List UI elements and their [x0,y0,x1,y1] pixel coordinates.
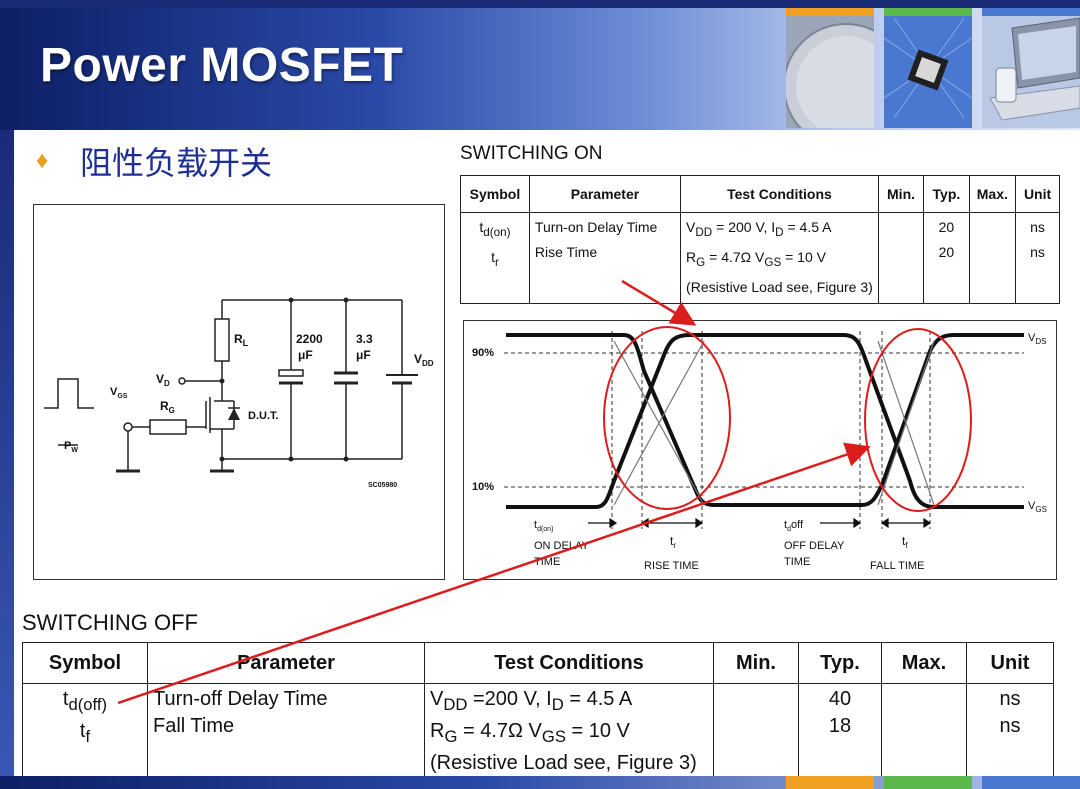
cell-typ: 40 18 [798,683,882,780]
cell-unit: ns ns [966,683,1054,780]
table-row: td(off) tf Turn-off Delay Time Fall Time… [22,683,1054,780]
header-typ: Typ. [923,175,970,213]
cell-conditions: VDD =200 V, ID = 4.5 A RG = 4.7Ω VGS = 1… [424,683,714,780]
table-row: td(on) tr Turn-on Delay Time Rise Time V… [460,212,1060,304]
slide-title: Power MOSFET [40,39,404,92]
footer-tab-orange [786,776,874,789]
vdd-label: VDD [414,352,434,368]
pw-label: PW [64,440,78,454]
fall-highlight-circle [864,328,972,512]
header-test-conditions: Test Conditions [424,642,714,684]
vgs-wave-label: VGS [1028,500,1047,514]
header-min: Min. [877,175,925,213]
cell-symbols: td(on) tr [460,212,530,304]
on-delay-time-label: TIME [534,556,560,568]
td-off-label: tdoff [784,519,804,533]
rise-time-label: RISE TIME [644,560,699,572]
cell-parameters: Turn-off Delay Time Fall Time [147,683,425,780]
circuit-code: SC05980 [368,482,397,489]
vd-label: VD [156,372,170,388]
cap2-unit: μF [356,348,371,362]
header-parameter: Parameter [147,642,425,684]
tr-label: tr [670,534,676,550]
laptop-photo [982,8,1080,128]
cell-unit: ns ns [1015,212,1060,304]
header-unit: Unit [966,642,1054,684]
vgs-label: VGS [110,386,128,400]
header-min: Min. [713,642,799,684]
dut-label: D.U.T. [248,410,279,422]
footer-tab-green [884,776,972,789]
cell-typ: 20 20 [923,212,970,304]
header-symbol: Symbol [460,175,530,213]
on-delay-label: ON DELAY [534,540,589,552]
slide-subtitle: 阻性负载开关 [80,144,273,182]
header-max: Max. [968,175,1017,213]
switching-off-title: SWITCHING OFF [22,610,198,635]
cell-conditions: VDD = 200 V, ID = 4.5 A RG = 4.7Ω VGS = … [680,212,879,304]
header-parameter: Parameter [528,175,682,213]
waveform-svg: 90% 10% VDS VGS td(on) ON DELAY TIME tr … [472,326,1047,572]
cell-min [713,683,799,780]
cell-max [968,212,1017,304]
cap1-unit: μF [298,348,313,362]
rise-highlight-circle [603,326,731,510]
header-test-conditions: Test Conditions [680,175,879,213]
cell-parameters: Turn-on Delay Time Rise Time [528,212,682,304]
rl-label: RL [234,332,249,348]
cell-max [881,683,967,780]
test-circuit-diagram: RL 2200 μF 3.3 μF VDD VD RG D.U.T. VGS P… [33,204,445,580]
fall-time-label: FALL TIME [870,560,924,572]
label-10-percent: 10% [472,481,494,493]
cap2-value: 3.3 [356,332,373,346]
rg-label: RG [160,399,175,415]
header-top-strip [0,0,1080,8]
header-max: Max. [881,642,967,684]
table-header-row: Symbol Parameter Test Conditions Min. Ty… [22,642,1054,684]
switching-waveform: 90% 10% VDS VGS td(on) ON DELAY TIME tr … [463,320,1057,580]
chip-photo [884,8,972,128]
bullet-icon: ♦ [36,147,49,174]
off-delay-time-label: TIME [784,556,810,568]
vds-label: VDS [1028,332,1046,346]
wafer-photo [786,8,874,128]
label-90-percent: 90% [472,347,494,359]
off-delay-label: OFF DELAY [784,540,845,552]
cell-symbols: td(off) tf [22,683,148,780]
cell-min [877,212,925,304]
footer-tab-blue [982,776,1080,789]
header-symbol: Symbol [22,642,148,684]
cap1-value: 2200 [296,332,323,346]
td-on-label: td(on) [534,519,553,533]
tf-label: tf [902,534,908,550]
header-typ: Typ. [798,642,882,684]
circuit-svg: RL 2200 μF 3.3 μF VDD VD RG D.U.T. VGS P… [44,297,434,489]
switching-on-table: Symbol Parameter Test Conditions Min. Ty… [460,175,1060,304]
header-unit: Unit [1015,175,1060,213]
left-edge-strip [0,130,14,789]
table-header-row: Symbol Parameter Test Conditions Min. Ty… [460,175,1060,213]
switching-on-title: SWITCHING ON [460,143,603,164]
switching-off-table: Symbol Parameter Test Conditions Min. Ty… [22,642,1054,780]
